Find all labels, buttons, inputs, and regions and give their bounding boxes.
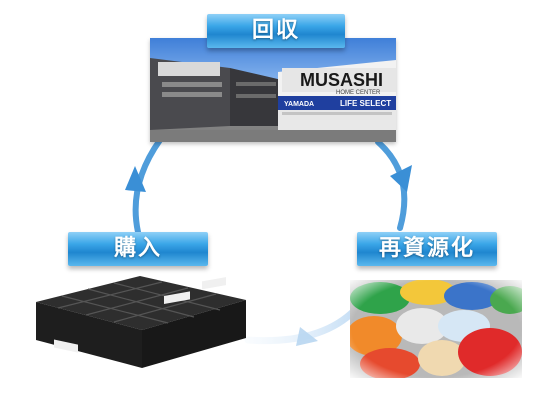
arrowhead-recycle-to-purchase <box>296 327 318 346</box>
store-sub-text: HOME CENTER <box>336 90 381 96</box>
arrowhead-recover-to-recycle <box>390 165 412 192</box>
label-recover: 回収 <box>207 14 345 48</box>
store-yamada-text: YAMADA <box>284 101 314 108</box>
store-lifeselect-text: LIFE SELECT <box>340 99 391 108</box>
plastic-pallet-image <box>36 276 246 368</box>
label-recycle: 再資源化 <box>357 232 497 266</box>
store-photo: MUSASHI HOME CENTER YAMADA LIFE SELECT <box>150 38 396 142</box>
label-purchase: 購入 <box>68 232 208 266</box>
store-brand-text: MUSASHI <box>300 70 383 90</box>
arrowhead-purchase-to-recover <box>125 166 146 192</box>
recycled-plastic-photo <box>350 280 522 378</box>
store-illustration: MUSASHI HOME CENTER YAMADA LIFE SELECT <box>150 58 396 142</box>
arrow-recycle-to-purchase <box>244 306 359 345</box>
